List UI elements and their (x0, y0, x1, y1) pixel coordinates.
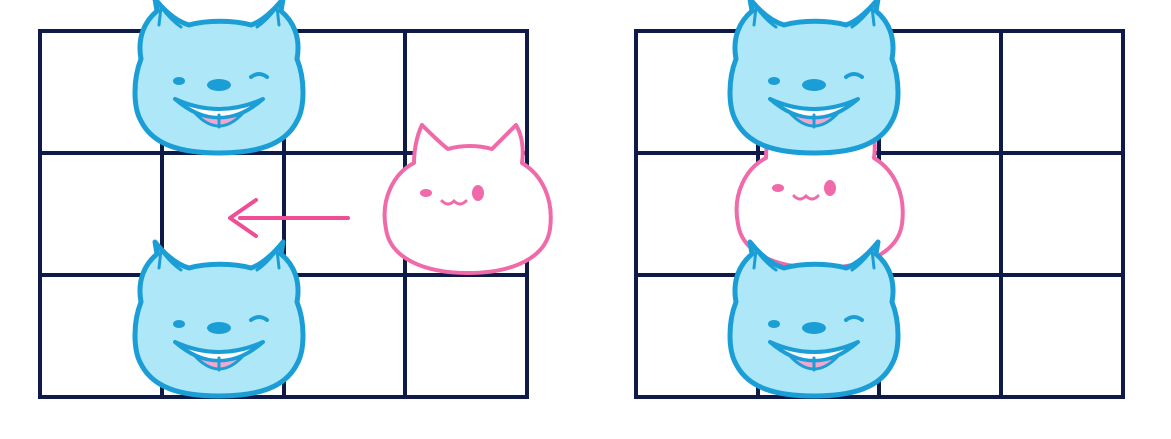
before-board (38, 0, 553, 399)
dog-piece[interactable] (727, 239, 901, 399)
left-arrow-icon (228, 198, 350, 238)
dog-piece[interactable] (132, 0, 306, 156)
dog-piece[interactable] (132, 239, 306, 399)
cat-piece[interactable] (382, 123, 553, 275)
before-panel (0, 0, 585, 439)
after-board (634, 0, 1125, 399)
after-panel (585, 0, 1170, 439)
dog-piece[interactable] (727, 0, 901, 156)
